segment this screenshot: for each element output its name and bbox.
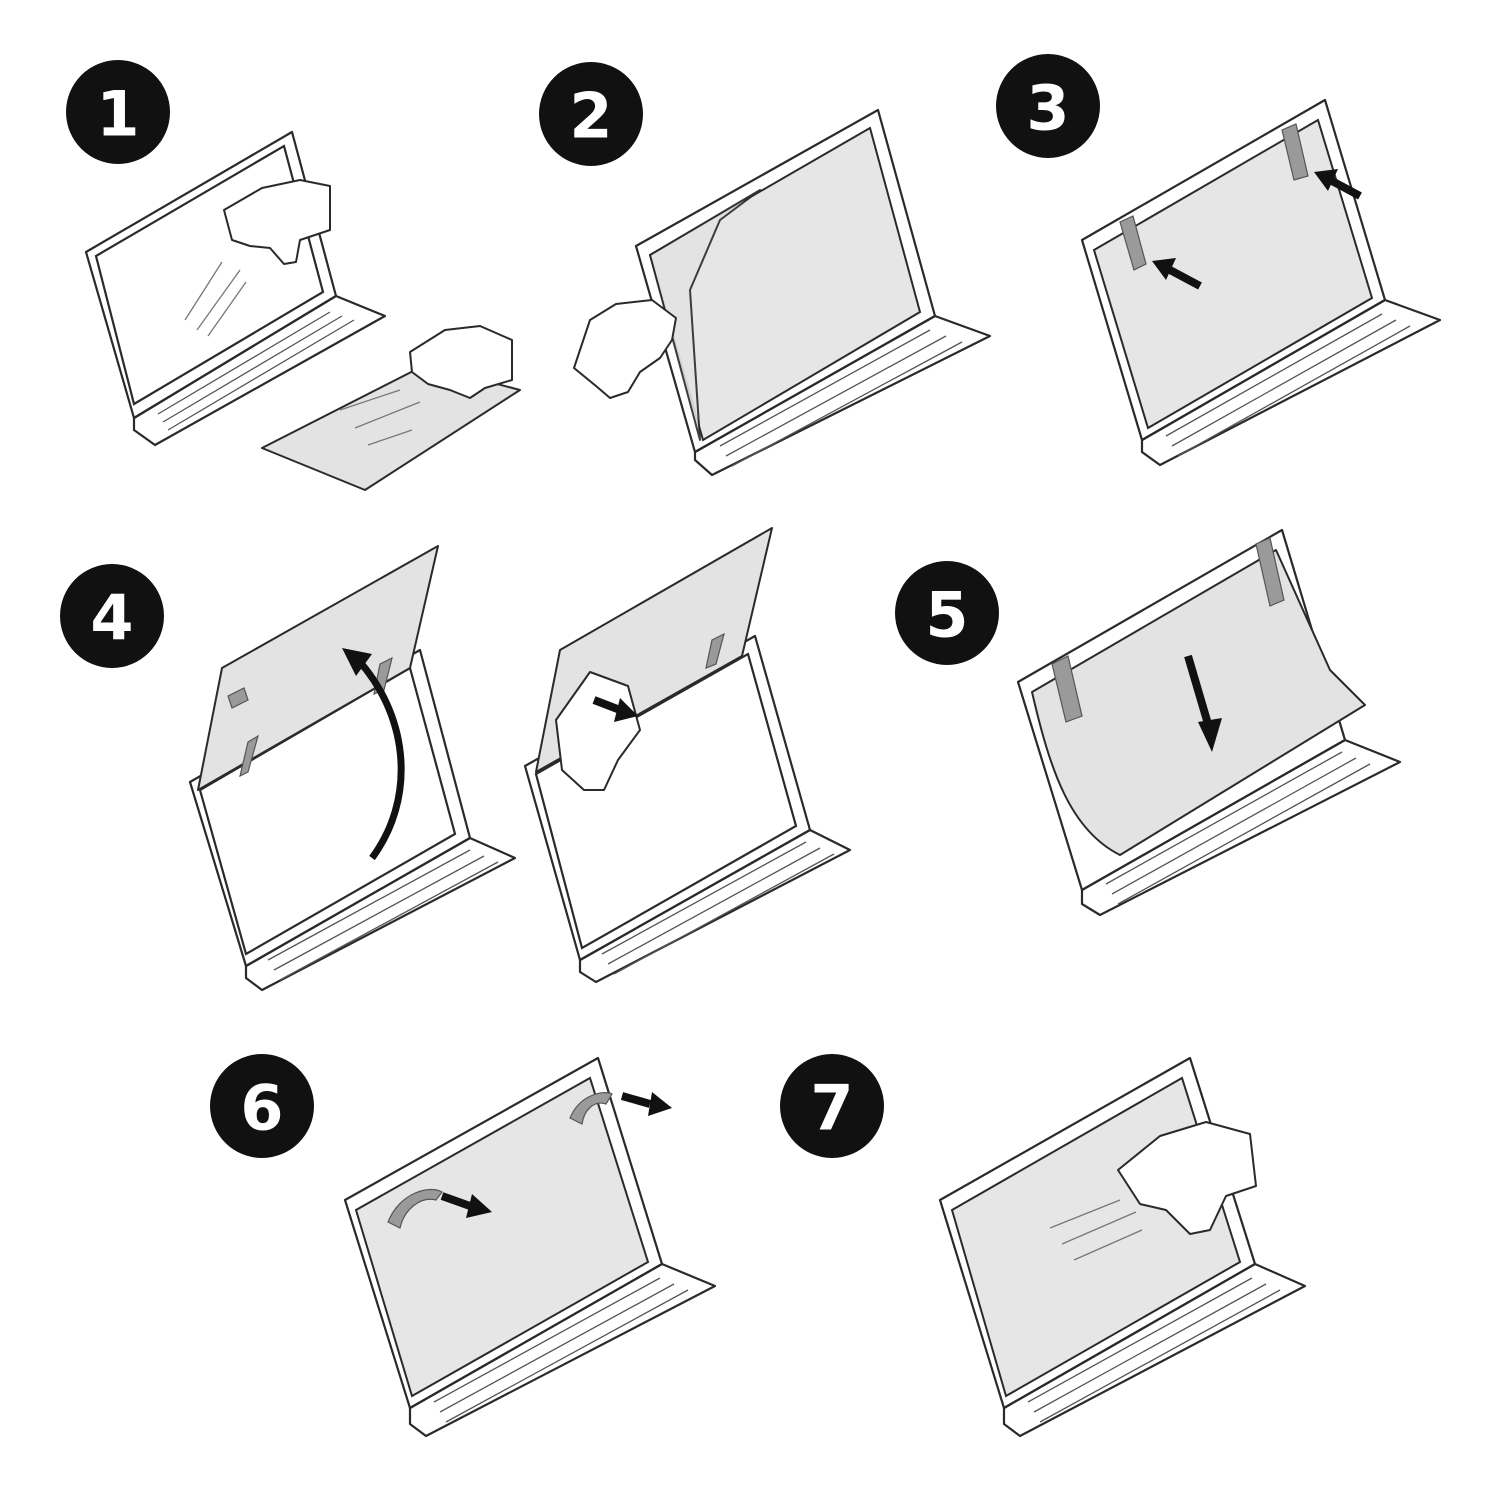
alignment-tab-left <box>1119 215 1147 271</box>
step-5: 5 <box>895 528 1402 917</box>
lay-film-onto-screen-illustration <box>1016 528 1402 917</box>
step-number-2: 2 <box>569 80 612 153</box>
hand-with-cloth <box>1117 1121 1257 1235</box>
lift-arrow <box>357 659 405 861</box>
tab-left-peeling <box>387 1188 443 1229</box>
press-down-arrow <box>1184 654 1222 752</box>
step-7: 7 <box>780 1054 1307 1438</box>
step-6: 6 <box>210 1054 717 1438</box>
step-number-7: 7 <box>810 1072 853 1145</box>
step-4: 4 <box>60 527 852 992</box>
tab-right-peeling <box>569 1092 613 1125</box>
keyboard <box>157 311 355 431</box>
step-badge-7: 7 <box>780 1054 884 1158</box>
film-on-screen <box>354 1076 650 1398</box>
laptop-base <box>1140 298 1442 467</box>
alignment-tab-right <box>1281 123 1309 181</box>
arrow-right-tab-remove <box>620 1092 672 1116</box>
step-2: 2 <box>539 62 992 477</box>
arrow-left-tab-remove <box>440 1192 492 1218</box>
laptop-base <box>1080 738 1402 917</box>
attach-alignment-tabs-illustration <box>1080 98 1442 467</box>
lift-film-and-peel-liner-illustration <box>188 527 852 992</box>
hand-with-cloth-top <box>223 179 331 265</box>
lifted-film <box>197 545 439 791</box>
laptop-base <box>693 314 992 477</box>
align-film-on-screen-illustration <box>573 108 992 477</box>
step-3: 3 <box>996 54 1442 467</box>
step-badge-6: 6 <box>210 1054 314 1158</box>
hand-peeling-liner <box>555 671 641 791</box>
step-badge-4: 4 <box>60 564 164 668</box>
remove-alignment-tabs-illustration <box>343 1056 717 1438</box>
step-number-6: 6 <box>240 1072 283 1145</box>
peel-arrow <box>592 696 638 722</box>
laptop-base <box>408 1262 717 1438</box>
step-badge-5: 5 <box>895 561 999 665</box>
step-number-4: 4 <box>90 582 133 655</box>
laptop-base-a <box>244 836 517 992</box>
hand-with-cloth-bottom <box>409 325 513 399</box>
step-number-1: 1 <box>96 78 139 151</box>
smooth-film-with-cloth-illustration <box>938 1056 1307 1438</box>
step-1: 1 <box>66 60 521 491</box>
step-number-5: 5 <box>925 579 968 652</box>
step-number-3: 3 <box>1026 72 1069 145</box>
step-badge-1: 1 <box>66 60 170 164</box>
privacy-film-on-screen <box>1092 118 1374 430</box>
privacy-film-sheet <box>261 364 521 491</box>
alignment-tab-left <box>1051 655 1083 723</box>
alignment-tab-right <box>1255 537 1285 607</box>
arrow-right-tab <box>1314 169 1362 200</box>
step-badge-3: 3 <box>996 54 1100 158</box>
clean-screen-and-film-illustration <box>84 130 521 491</box>
arrow-left-tab <box>1152 258 1202 290</box>
hand-holding-film <box>573 299 677 399</box>
laptop-base-b <box>578 828 852 984</box>
laptop-base <box>132 294 387 447</box>
step-badge-2: 2 <box>539 62 643 166</box>
laptop-base <box>1002 1262 1307 1438</box>
